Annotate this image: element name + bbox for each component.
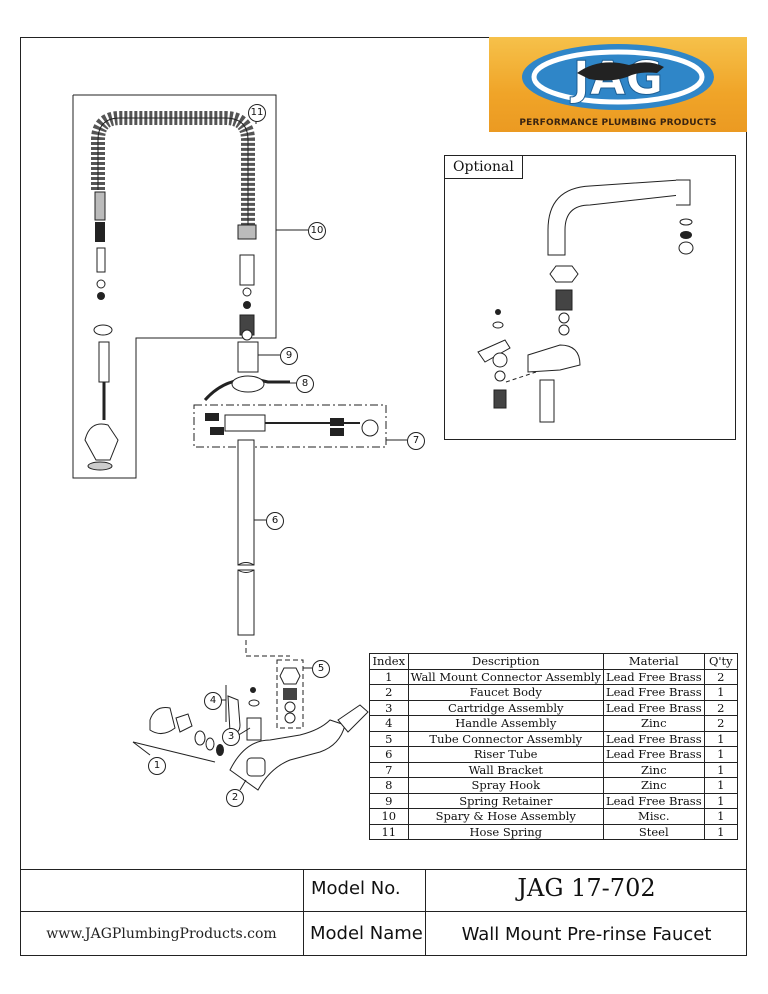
cell-material: Lead Free Brass xyxy=(602,746,705,763)
cell-material: Lead Free Brass xyxy=(602,792,705,809)
callout-2: 2 xyxy=(226,789,244,807)
cell-description: Spray Hook xyxy=(407,777,604,794)
cell-index: 2 xyxy=(369,684,409,701)
website-link[interactable]: www.JAGPlumbingProducts.com xyxy=(46,926,277,942)
cell-material: Zinc xyxy=(602,777,705,794)
cell-material: Zinc xyxy=(602,761,705,778)
cell-index: 6 xyxy=(369,746,409,763)
callout-9: 9 xyxy=(280,347,298,365)
optional-label: Optional xyxy=(445,156,523,179)
header-qty: Q'ty xyxy=(703,653,739,670)
cell-index: 4 xyxy=(369,715,409,732)
cell-qty: 1 xyxy=(703,808,739,825)
jag-logo: JAG PERFORMANCE PLUMBING PRODUCTS xyxy=(489,37,747,132)
logo-tagline: PERFORMANCE PLUMBING PRODUCTS xyxy=(519,118,717,128)
cell-qty: 1 xyxy=(703,761,739,778)
callout-7: 7 xyxy=(407,432,425,450)
callout-8: 8 xyxy=(296,375,314,393)
cell-material: Lead Free Brass xyxy=(602,668,705,685)
cell-qty: 1 xyxy=(703,792,739,809)
cell-description: Tube Connector Assembly xyxy=(407,730,604,747)
cell-index: 11 xyxy=(369,823,409,840)
cell-material: Zinc xyxy=(602,715,705,732)
callout-3: 3 xyxy=(222,728,240,746)
drawing-frame xyxy=(20,37,747,956)
parts-table-header: Index Description Material Q'ty xyxy=(369,653,739,670)
cell-description: Spring Retainer xyxy=(407,792,604,809)
model-no-value: JAG 17-702 xyxy=(517,874,656,902)
jag-logo-emblem: JAG xyxy=(522,44,714,110)
callout-5: 5 xyxy=(312,660,330,678)
callout-6: 6 xyxy=(266,512,284,530)
cell-index: 5 xyxy=(369,730,409,747)
cell-index: 10 xyxy=(369,808,409,825)
callout-11: 11 xyxy=(248,104,266,122)
cell-qty: 2 xyxy=(703,699,739,716)
cell-description: Spary & Hose Assembly xyxy=(407,808,604,825)
header-material: Material xyxy=(602,653,705,670)
cell-index: 1 xyxy=(369,668,409,685)
cell-index: 7 xyxy=(369,761,409,778)
cell-description: Riser Tube xyxy=(407,746,604,763)
model-name-value: Wall Mount Pre-rinse Faucet xyxy=(461,924,712,945)
cell-qty: 1 xyxy=(703,777,739,794)
cell-qty: 1 xyxy=(703,730,739,747)
optional-spout-box: Optional xyxy=(444,155,736,440)
cell-index: 9 xyxy=(369,792,409,809)
cell-material: Steel xyxy=(602,823,705,840)
cell-qty: 1 xyxy=(703,823,739,840)
cell-material: Lead Free Brass xyxy=(602,699,705,716)
cell-description: Handle Assembly xyxy=(407,715,604,732)
cell-index: 8 xyxy=(369,777,409,794)
cell-description: Wall Bracket xyxy=(407,761,604,778)
model-name-label: Model Name xyxy=(310,923,423,944)
callout-10: 10 xyxy=(308,222,326,240)
header-description: Description xyxy=(407,653,604,670)
cell-description: Faucet Body xyxy=(407,684,604,701)
cell-material: Lead Free Brass xyxy=(602,684,705,701)
cell-qty: 2 xyxy=(703,715,739,732)
cell-description: Hose Spring xyxy=(407,823,604,840)
model-no-label: Model No. xyxy=(311,878,401,899)
cell-qty: 1 xyxy=(703,746,739,763)
cell-material: Misc. xyxy=(602,808,705,825)
cell-material: Lead Free Brass xyxy=(602,730,705,747)
header-index: Index xyxy=(369,653,409,670)
cell-index: 3 xyxy=(369,699,409,716)
callout-4: 4 xyxy=(204,692,222,710)
cell-qty: 2 xyxy=(703,668,739,685)
title-block: Model No. JAG 17-702 Model Name Wall Mou… xyxy=(20,869,747,957)
cell-description: Wall Mount Connector Assembly xyxy=(407,668,604,685)
cell-description: Cartridge Assembly xyxy=(407,699,604,716)
callout-1: 1 xyxy=(148,757,166,775)
cell-qty: 1 xyxy=(703,684,739,701)
